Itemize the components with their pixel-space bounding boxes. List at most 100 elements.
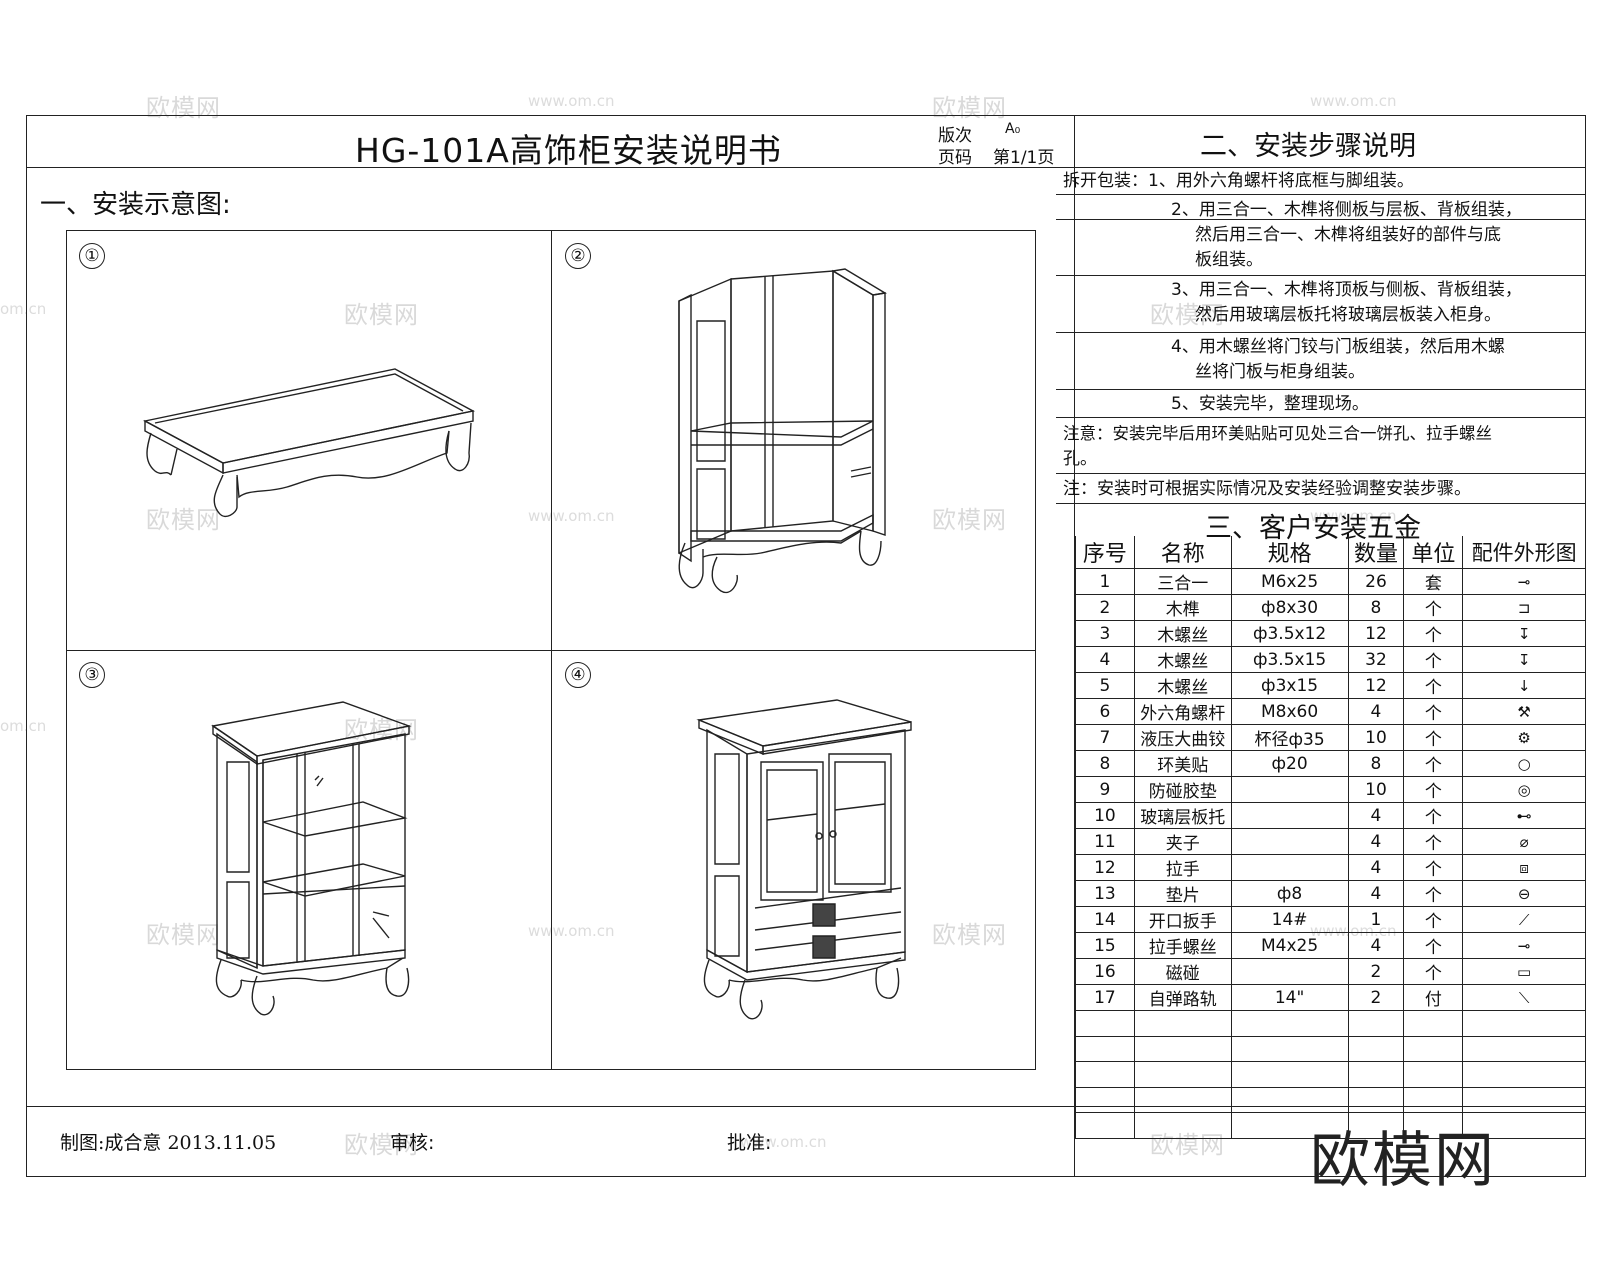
part-shape-icon: ⊖ [1462,880,1586,907]
step-divider [1056,194,1586,195]
step-divider [1056,275,1586,276]
document-title: HG-101A高饰柜安装说明书 [355,131,782,170]
part-qty: 26 [1347,568,1405,595]
watermark-logo: 欧模网 [932,506,1007,534]
row-number: 11 [1075,828,1135,855]
version-value: A₀ [1005,121,1021,137]
row-number: 6 [1075,698,1135,725]
step-line: 然后用三合一、木榫将组装好的部件与底 [1195,225,1501,245]
part-unit: 个 [1403,620,1464,647]
step-line: 注意：安装完毕后用环美贴贴可见处三合一饼孔、拉手螺丝 [1063,424,1492,443]
empty-cell [1075,1112,1135,1139]
column-header: 配件外形图 [1462,536,1586,569]
empty-row [1075,1112,1586,1139]
empty-cell [1462,1112,1586,1139]
part-spec: 杯径ф35 [1230,724,1349,751]
step-line: 4、用木螺丝将门铰与门板组装，然后用木螺 [1171,337,1505,357]
part-unit: 个 [1403,750,1464,777]
watermark-url: www.om.cn [740,1133,827,1151]
empty-cell [1347,1112,1405,1139]
part-qty: 4 [1347,802,1405,829]
empty-cell [1403,1061,1464,1088]
part-shape-icon: ◎ [1462,776,1586,803]
part-spec: ф8x30 [1230,594,1349,621]
empty-cell [1230,1112,1349,1139]
part-qty: 1 [1347,906,1405,933]
row-number: 4 [1075,646,1135,673]
part-spec: M6x25 [1230,568,1349,595]
empty-cell [1075,1035,1135,1062]
hardware-header-row: 序号 名称 规格 数量 单位 配件外形图 [1075,536,1586,569]
watermark-logo: 欧模网 [146,506,221,534]
row-number: 14 [1075,906,1135,933]
part-spec: M8x60 [1230,698,1349,725]
diagram-cell-3: ③ [67,650,551,1069]
watermark-logo: 欧模网 [1150,301,1225,329]
finished-cabinet-drawing [551,650,1035,1069]
part-unit: 个 [1403,646,1464,673]
part-spec: 14# [1230,906,1349,933]
reviewed-by: 审核: [390,1132,435,1154]
part-qty: 4 [1347,828,1405,855]
part-name: 玻璃层板托 [1133,802,1232,829]
part-qty: 8 [1347,750,1405,777]
part-name: 垫片 [1133,880,1232,907]
part-unit: 套 [1403,568,1464,595]
diagram-cell-1: ① [67,231,551,650]
page-label: 页码 [938,148,972,168]
empty-row [1075,1035,1586,1062]
part-unit: 个 [1403,958,1464,985]
row-number: 16 [1075,958,1135,985]
part-shape-icon: ↧ [1462,620,1586,647]
empty-cell [1403,1112,1464,1139]
watermark-url: www.om.cn [1310,507,1397,525]
watermark-logo: 欧模网 [344,301,419,329]
empty-cell [1230,1061,1349,1088]
part-spec [1230,958,1349,985]
part-shape-icon: ⊷ [1462,802,1586,829]
watermark-logo: 欧模网 [146,921,221,949]
empty-cell [1462,1010,1586,1037]
part-name: 开口扳手 [1133,906,1232,933]
steps-title: 二、安装步骤说明 [1200,131,1416,162]
step-line: 丝将门板与柜身组装。 [1195,362,1365,382]
part-unit: 个 [1403,828,1464,855]
part-name: 木螺丝 [1133,620,1232,647]
part-name: 夹子 [1133,828,1232,855]
part-name: 木榫 [1133,594,1232,621]
step-line: 孔。 [1063,449,1097,469]
row-number: 15 [1075,932,1135,959]
empty-cell [1403,1035,1464,1062]
column-divider [1074,115,1075,1177]
part-shape-icon: ⌀ [1462,828,1586,855]
empty-cell [1403,1010,1464,1037]
part-shape-icon: ⟋ [1462,906,1586,933]
empty-row [1075,1086,1586,1113]
part-qty: 10 [1347,724,1405,751]
part-spec [1230,828,1349,855]
empty-cell [1462,1086,1586,1113]
installation-diagram-grid: ① ② [66,230,1036,1070]
row-number: 7 [1075,724,1135,751]
part-name: 拉手 [1133,854,1232,881]
empty-cell [1347,1035,1405,1062]
part-qty: 10 [1347,776,1405,803]
assembled-cabinet-drawing [67,650,551,1069]
empty-cell [1133,1010,1232,1037]
empty-cell [1230,1035,1349,1062]
part-qty: 4 [1347,698,1405,725]
part-shape-icon: ⊸ [1462,932,1586,959]
part-unit: 个 [1403,776,1464,803]
version-label: 版次 [938,126,972,146]
empty-cell [1347,1086,1405,1113]
watermark-logo: 欧模网 [932,921,1007,949]
watermark-url: www.om.cn [528,922,615,940]
part-spec [1230,854,1349,881]
part-shape-icon: ⧈ [1462,854,1586,881]
empty-cell [1462,1061,1586,1088]
base-frame-drawing [67,231,551,650]
row-number: 12 [1075,854,1135,881]
part-spec: 14" [1230,984,1349,1011]
